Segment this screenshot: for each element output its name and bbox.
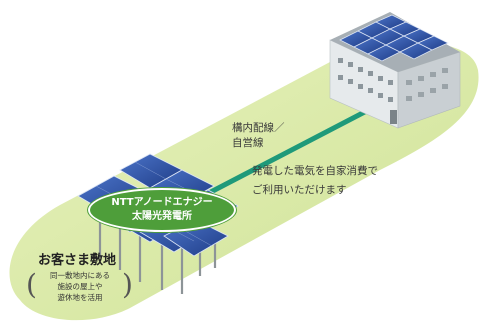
solar-plant-badge-line2: 太陽光発電所 [132, 211, 192, 222]
wiring-label: 構内配線／ 自営線 [232, 121, 285, 151]
site-note-line3: 遊休地を活用 [57, 293, 103, 302]
wiring-label-line1: 構内配線／ [232, 122, 285, 134]
self-consumption-line2: ご利用いただけます [252, 184, 347, 196]
note-close-bracket: ) [122, 268, 133, 301]
building [329, 12, 461, 129]
roof-solar-panels [339, 14, 449, 62]
solar-plant-badge: NTTアノードエナジー 太陽光発電所 [88, 188, 236, 232]
self-consumption-label: 発電した電気を自家消費で ご利用いただけます [252, 162, 378, 200]
customer-site-title: お客さま敷地 [38, 253, 117, 268]
self-consumption-line1: 発電した電気を自家消費で [252, 165, 378, 177]
wiring-label-line2: 自営線 [232, 137, 264, 149]
site-note-line2: 施設の屋上や [57, 282, 103, 291]
note-open-bracket: ( [26, 268, 37, 301]
customer-site-note: 同一敷地内にある 施設の屋上や 遊休地を活用 [30, 270, 130, 303]
wiring-cable [177, 101, 383, 211]
solar-plant-badge-line1: NTTアノードエナジー [111, 197, 213, 208]
site-note-line1: 同一敷地内にある [50, 271, 110, 280]
